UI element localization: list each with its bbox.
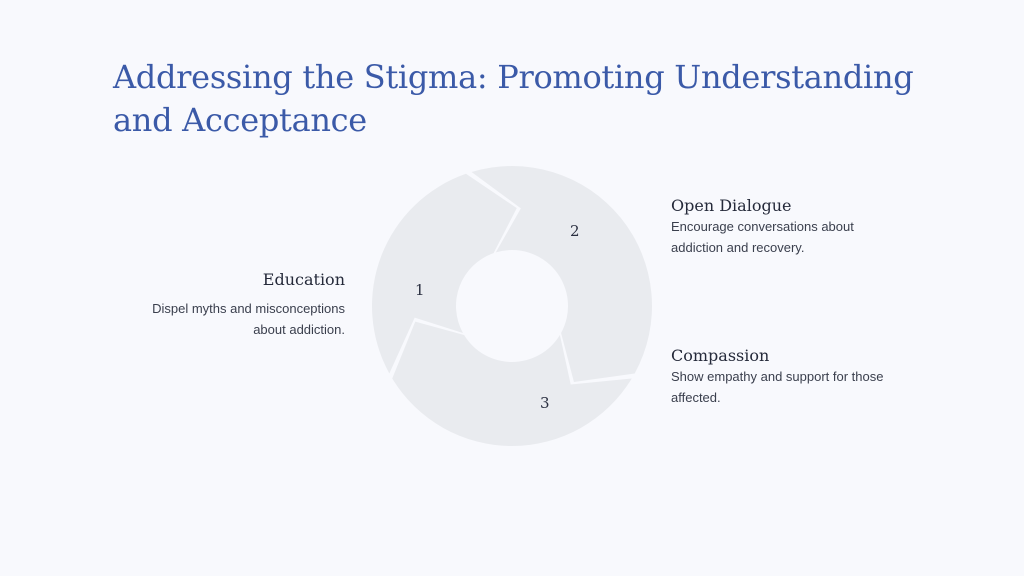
cycle-diagram: 1 2 3: [372, 166, 652, 446]
cycle-segment-open-dialogue: [392, 321, 632, 446]
cycle-segment-compassion: [372, 173, 517, 374]
slide-title: Addressing the Stigma: Promoting Underst…: [113, 58, 914, 139]
step-number-1: 1: [415, 281, 425, 299]
step-description-open-dialogue: Encourage conversations about addiction …: [671, 219, 854, 255]
step-description-compassion: Show empathy and support for those affec…: [671, 369, 884, 405]
step-description-education: Dispel myths and misconceptions about ad…: [152, 301, 345, 337]
step-heading-compassion: Compassion: [671, 346, 770, 365]
cycle-segment-education: [471, 166, 652, 382]
step-number-3: 3: [540, 394, 550, 412]
step-number-2: 2: [570, 222, 580, 240]
step-heading-education: Education: [262, 270, 345, 289]
step-heading-open-dialogue: Open Dialogue: [671, 196, 792, 215]
